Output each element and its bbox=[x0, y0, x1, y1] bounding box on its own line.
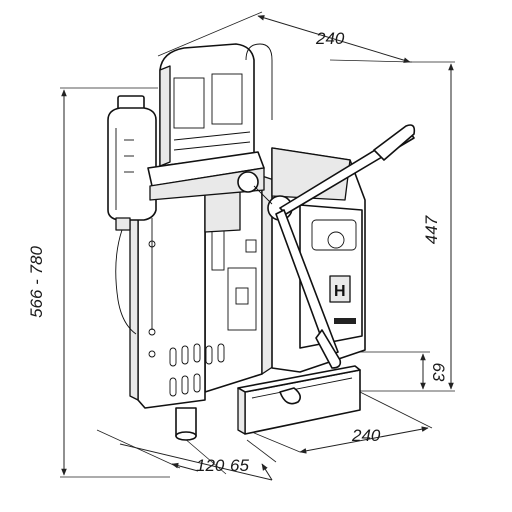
dim-overall-height: 566 - 780 bbox=[27, 246, 46, 318]
dim-base-depth-left: 120 bbox=[196, 456, 225, 475]
svg-text:H: H bbox=[334, 283, 346, 300]
vent-slots bbox=[169, 343, 225, 397]
spindle bbox=[175, 407, 197, 441]
top-motor bbox=[147, 43, 273, 201]
drill-machine-illustration: H bbox=[107, 43, 416, 441]
dimension-lines bbox=[60, 11, 455, 481]
dim-base-width: 240 bbox=[351, 426, 381, 445]
dim-base-height: 63 bbox=[429, 363, 448, 382]
coolant-bottle bbox=[107, 95, 157, 335]
magnet-base bbox=[237, 365, 361, 435]
motor-housing bbox=[129, 185, 241, 409]
feed-handle bbox=[237, 124, 416, 369]
dim-base-depth-right: 65 bbox=[230, 456, 249, 475]
dim-motor-height: 447 bbox=[422, 215, 441, 244]
dim-top-width: 240 bbox=[315, 29, 345, 48]
